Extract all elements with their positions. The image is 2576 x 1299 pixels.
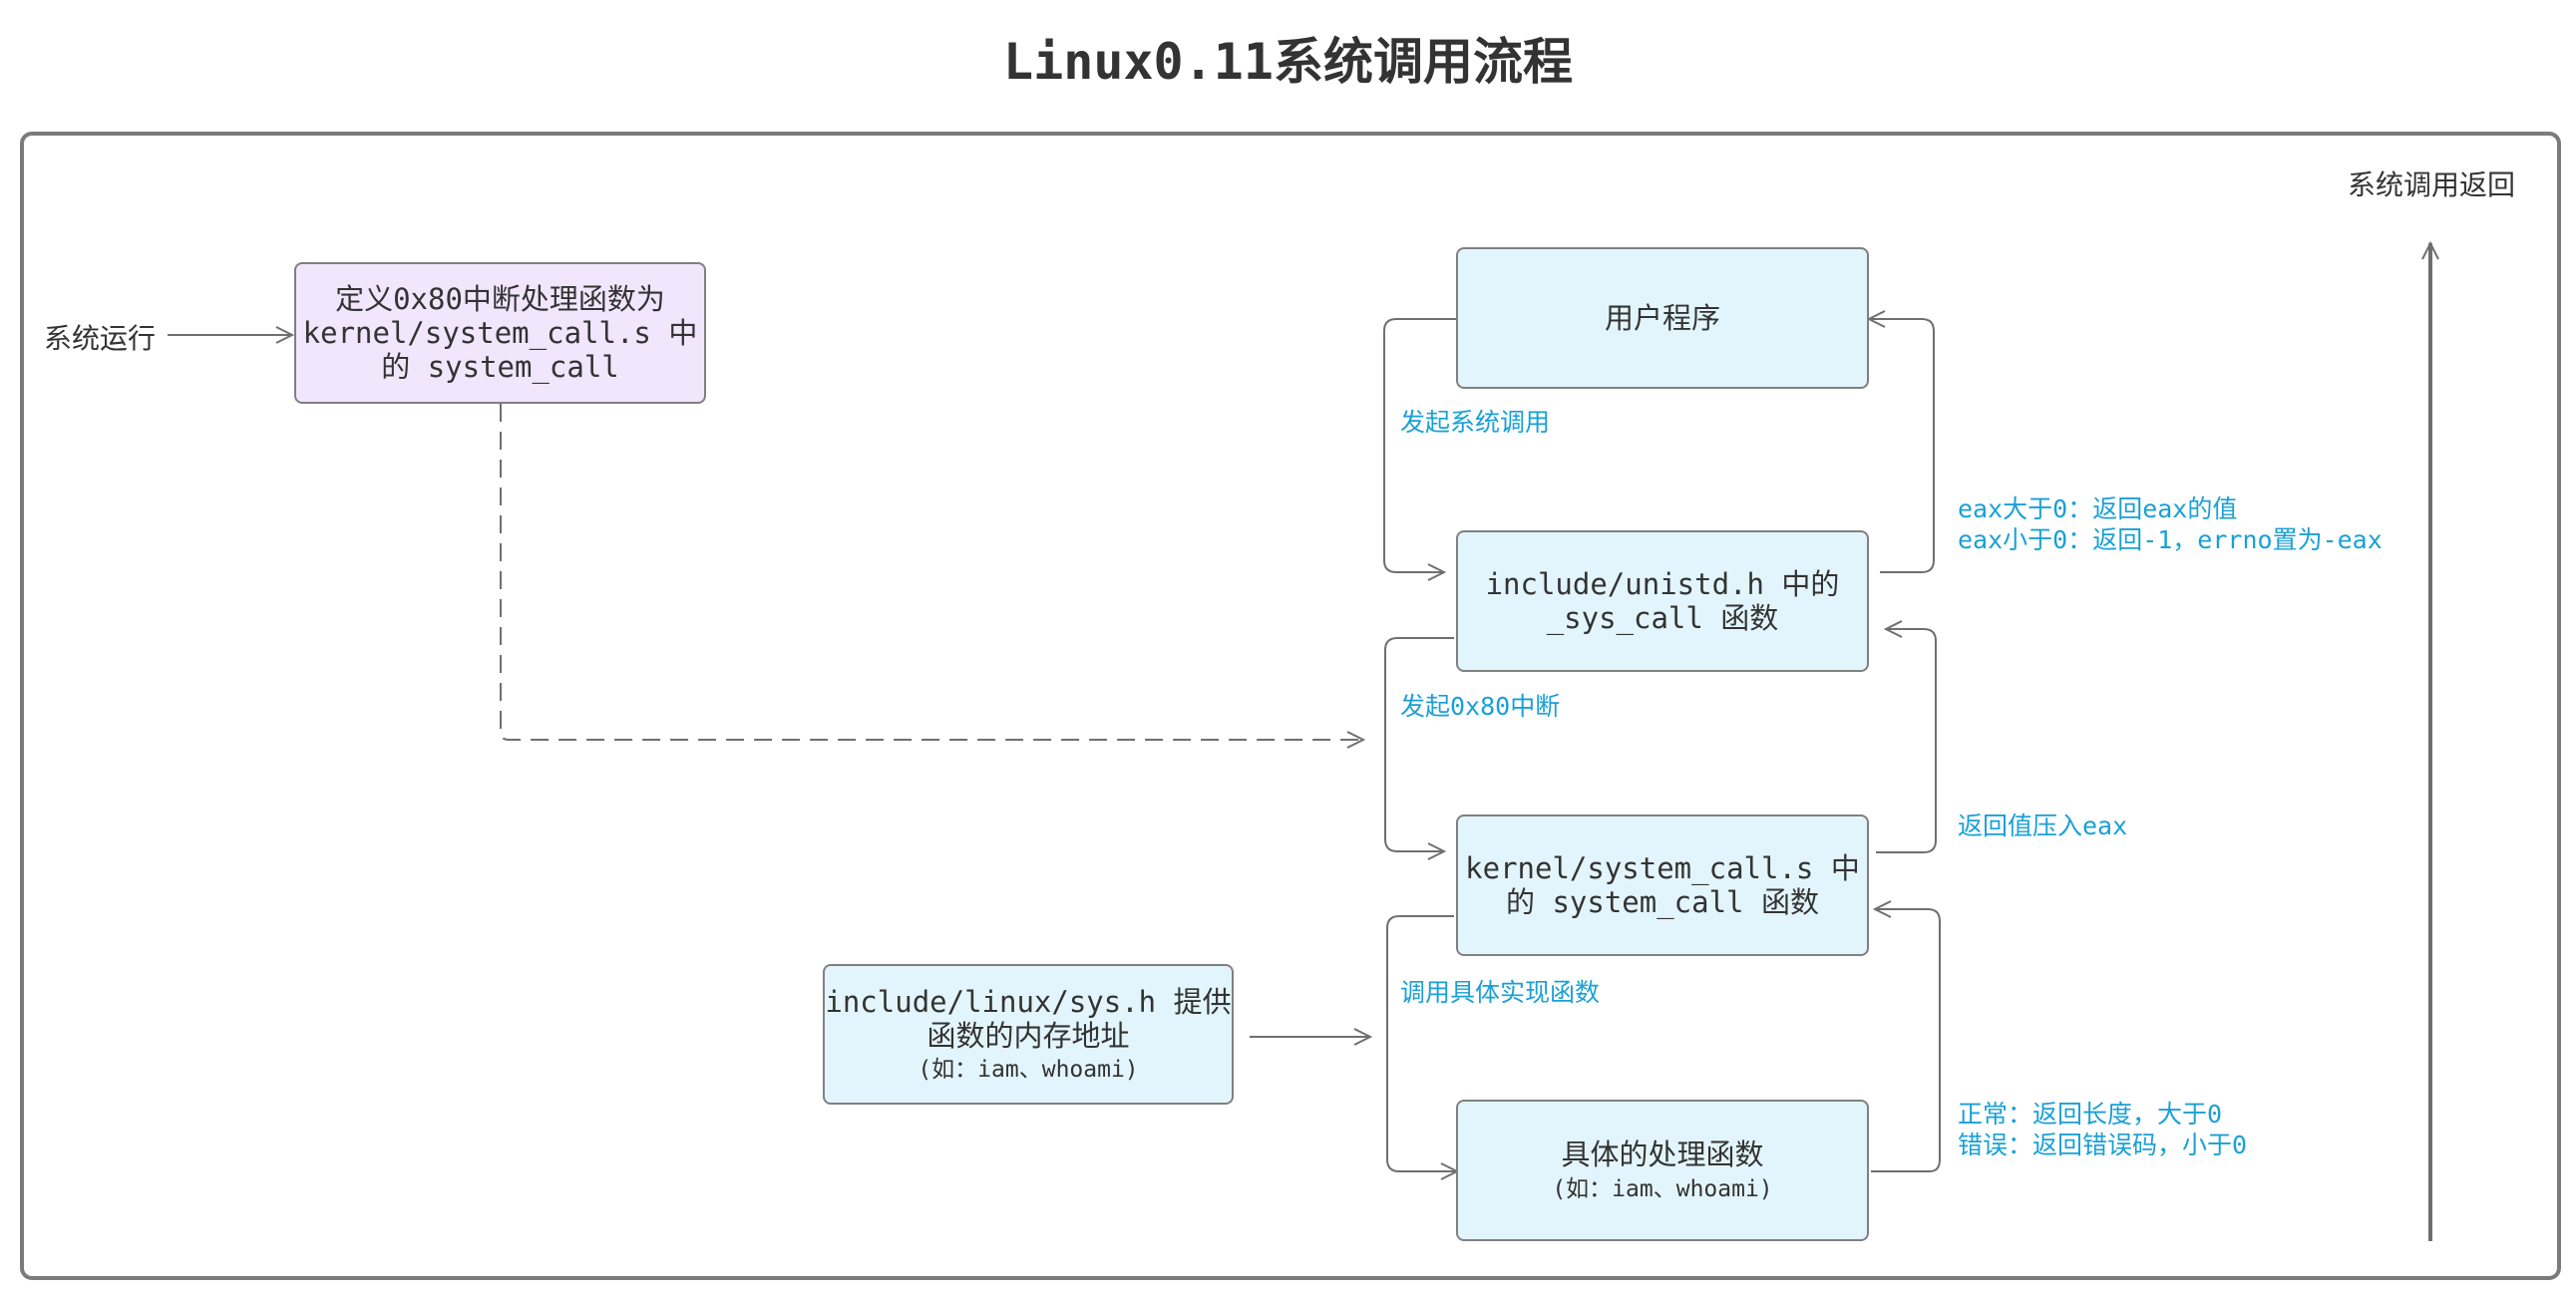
- box-handler: 具体的处理函数 (如：iam、whoami): [1456, 1100, 1869, 1241]
- diagram-frame: [20, 132, 2561, 1280]
- box-unistd-line2: _sys_call 函数: [1546, 601, 1779, 635]
- box-handler-line1: 具体的处理函数: [1561, 1137, 1764, 1172]
- box-define-line1: 定义0x80中断处理函数为: [335, 281, 665, 316]
- label-initiate-call: 发起系统调用: [1400, 408, 1551, 437]
- label-eax-return: eax大于0：返回eax的值 eax小于0：返回-1，errno置为-eax: [1958, 493, 2383, 556]
- diagram-title: Linux0.11系统调用流程: [1003, 33, 1573, 91]
- box-define-line3: 的 system_call: [381, 350, 619, 385]
- label-push-eax: 返回值压入eax: [1958, 812, 2128, 840]
- box-sysh-sub: (如：iam、whoami): [918, 1057, 1139, 1084]
- label-eax-lt0: eax小于0：返回-1，errno置为-eax: [1958, 525, 2383, 555]
- box-system-call: kernel/system_call.s 中 的 system_call 函数: [1456, 814, 1869, 956]
- box-unistd-line1: include/unistd.h 中的: [1485, 566, 1840, 601]
- box-sys-h: include/linux/sys.h 提供 函数的内存地址 (如：iam、wh…: [823, 964, 1234, 1105]
- label-handler-return: 正常：返回长度，大于0 错误：返回错误码，小于0: [1958, 1099, 2247, 1161]
- box-sysh-line1: include/linux/sys.h 提供: [825, 984, 1232, 1019]
- box-syscall-line2: 的 system_call 函数: [1506, 885, 1819, 919]
- box-user-line1: 用户程序: [1604, 300, 1720, 335]
- label-initiate-interrupt: 发起0x80中断: [1400, 692, 1561, 721]
- label-system-return: 系统调用返回: [2348, 168, 2516, 201]
- label-normal: 正常：返回长度，大于0: [1958, 1100, 2223, 1129]
- label-system-run: 系统运行: [44, 322, 157, 355]
- box-handler-sub: (如：iam、whoami): [1552, 1175, 1773, 1202]
- box-define-interrupt: 定义0x80中断处理函数为 kernel/system_call.s 中 的 s…: [294, 262, 706, 404]
- box-syscall-line1: kernel/system_call.s 中: [1465, 850, 1860, 885]
- box-define-line2: kernel/system_call.s 中: [302, 315, 698, 350]
- box-unistd: include/unistd.h 中的 _sys_call 函数: [1456, 530, 1869, 672]
- label-error: 错误：返回错误码，小于0: [1958, 1131, 2248, 1160]
- box-sysh-line2: 函数的内存地址: [926, 1018, 1130, 1053]
- label-eax-gt0: eax大于0：返回eax的值: [1958, 494, 2238, 523]
- box-user-program: 用户程序: [1456, 247, 1869, 389]
- label-call-implementation: 调用具体实现函数: [1400, 978, 1601, 1007]
